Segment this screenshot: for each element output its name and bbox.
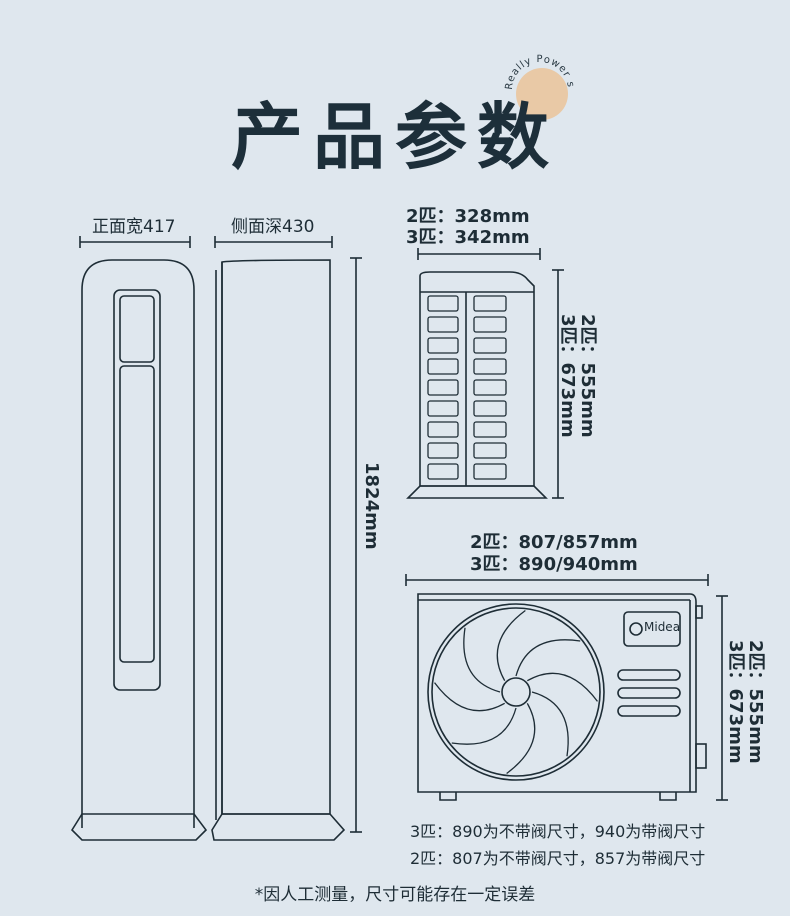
side-depth-dimension <box>214 236 333 248</box>
fan-blade <box>515 639 581 677</box>
grille-fin <box>427 295 459 312</box>
fan-blade <box>463 627 501 693</box>
outdoor-front-width-2p: 2匹：807/857mm <box>470 532 638 553</box>
outdoor-unit-front <box>417 593 707 801</box>
brand-logo: Midea <box>644 620 681 634</box>
grille-fin <box>473 295 507 312</box>
outdoor-unit-side <box>406 271 548 499</box>
page-title: 产品参数 <box>230 95 559 179</box>
fan-blade <box>526 672 598 702</box>
indoor-unit-side <box>211 259 346 841</box>
footer-disclaimer: *因人工测量，尺寸可能存在一定误差 <box>254 885 536 905</box>
note-2p: 2匹：807为不带阀尺寸，857为带阀尺寸 <box>410 849 706 868</box>
grille-fin <box>427 358 459 375</box>
outdoor-front-height-dimension <box>716 595 728 801</box>
note-3p: 3匹：890为不带阀尺寸，940为带阀尺寸 <box>410 822 706 841</box>
power-saving-stamp: Really Power saving <box>498 44 575 120</box>
outdoor-front-width-dimension <box>405 574 709 586</box>
outdoor-side-width-3p: 3匹：342mm <box>406 227 530 248</box>
fan-blade <box>506 702 536 774</box>
grille-fin <box>427 442 459 459</box>
side-fins <box>427 295 507 480</box>
front-width-dimension <box>79 236 191 248</box>
grille-fin <box>473 400 507 417</box>
height-label: 1824mm <box>361 462 382 550</box>
fan-blades <box>434 610 598 774</box>
height-dimension <box>350 257 362 833</box>
fan-blade <box>496 610 526 682</box>
grille-fin <box>473 337 507 354</box>
grille-fin <box>427 337 459 354</box>
grille-fin <box>473 358 507 375</box>
grille-fin <box>427 379 459 396</box>
grille-fin <box>427 421 459 438</box>
grille-fin <box>427 316 459 333</box>
outdoor-front-height-3p: 3匹：673mm <box>725 640 746 764</box>
side-depth-label: 侧面深430 <box>231 217 315 237</box>
indoor-unit-front <box>70 259 208 841</box>
fan-blade <box>434 682 506 712</box>
fan-blade <box>531 691 569 757</box>
fan-blade <box>451 707 517 745</box>
outdoor-side-height-3p: 3匹：673mm <box>557 314 578 438</box>
grille-fin <box>473 463 507 480</box>
front-width-label: 正面宽417 <box>92 217 176 237</box>
outdoor-front-width-3p: 3匹：890/940mm <box>470 554 638 575</box>
outdoor-side-height-dimension <box>552 269 564 499</box>
outdoor-side-width-2p: 2匹：328mm <box>406 206 530 227</box>
grille-fin <box>473 421 507 438</box>
grille-fin <box>473 379 507 396</box>
grille-fin <box>473 442 507 459</box>
grille-fin <box>473 316 507 333</box>
grille-fin <box>427 400 459 417</box>
grille-fin <box>427 463 459 480</box>
outdoor-side-width-dimension <box>417 248 541 260</box>
